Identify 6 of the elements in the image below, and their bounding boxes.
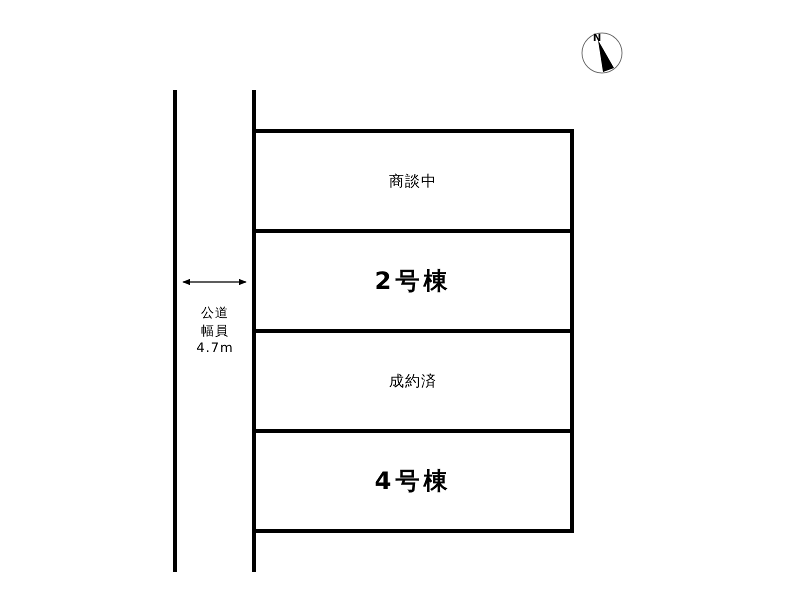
lot-label: 4号棟 — [374, 466, 452, 497]
road-width-label: 公道幅員4.7m — [195, 305, 235, 358]
lot-label: 商談中 — [389, 172, 437, 190]
lot-label: 2号棟 — [374, 266, 452, 297]
north-label: N — [592, 32, 602, 46]
lot-label: 成約済 — [389, 372, 437, 390]
